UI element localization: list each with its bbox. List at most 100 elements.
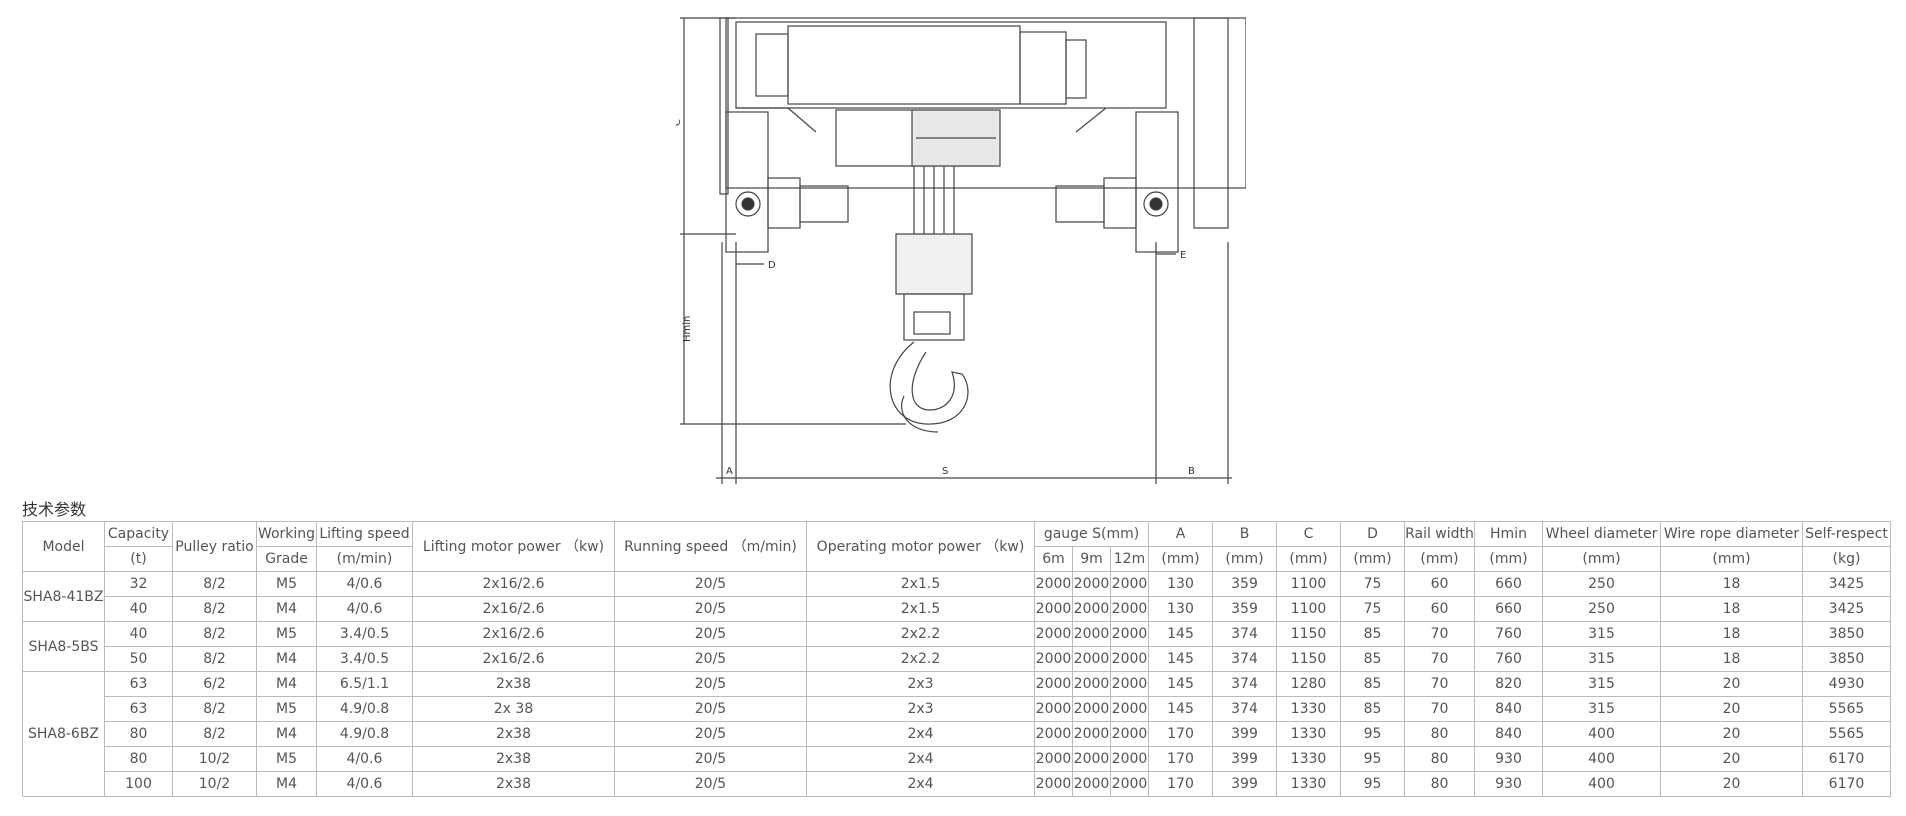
spec-table: Model Capacity Pulley ratio Working Lift… bbox=[22, 521, 1891, 797]
dim-label-c: C bbox=[676, 119, 683, 126]
header-working-grade-2: Grade bbox=[256, 546, 317, 572]
table-cell: 3.4/0.5 bbox=[316, 646, 413, 672]
table-cell: 2000 bbox=[1110, 646, 1149, 672]
header-working-grade: Working bbox=[256, 521, 317, 547]
table-cell: 75 bbox=[1340, 596, 1405, 622]
dim-label-b: B bbox=[1188, 466, 1195, 477]
table-cell: 4.9/0.8 bbox=[316, 721, 413, 747]
table-cell: 2x38 bbox=[412, 671, 615, 697]
table-cell: 6/2 bbox=[172, 671, 257, 697]
header-b: B bbox=[1212, 521, 1277, 547]
table-cell: 2x16/2.6 bbox=[412, 621, 615, 647]
header-self-respect-unit: (kg) bbox=[1802, 546, 1891, 572]
table-cell: 85 bbox=[1340, 696, 1405, 722]
table-cell: 2000 bbox=[1072, 646, 1111, 672]
table-cell: 760 bbox=[1474, 646, 1543, 672]
header-hmin-unit: (mm) bbox=[1474, 546, 1543, 572]
table-cell: 20/5 bbox=[614, 571, 807, 597]
table-cell: 400 bbox=[1542, 721, 1661, 747]
table-cell: 1100 bbox=[1276, 571, 1341, 597]
table-cell: 2x16/2.6 bbox=[412, 596, 615, 622]
table-cell: 3425 bbox=[1802, 571, 1891, 597]
table-cell: 315 bbox=[1542, 621, 1661, 647]
table-cell: 1330 bbox=[1276, 746, 1341, 772]
table-cell: 20/5 bbox=[614, 646, 807, 672]
header-c: C bbox=[1276, 521, 1341, 547]
table-cell: 2x1.5 bbox=[806, 596, 1035, 622]
table-cell: 8/2 bbox=[172, 721, 257, 747]
table-cell: 60 bbox=[1404, 596, 1475, 622]
table-cell: 145 bbox=[1148, 696, 1213, 722]
table-cell: 2x 38 bbox=[412, 696, 615, 722]
table-cell: 2000 bbox=[1072, 746, 1111, 772]
table-cell: 399 bbox=[1212, 721, 1277, 747]
dim-label-d: D bbox=[768, 260, 776, 271]
table-cell: 20/5 bbox=[614, 621, 807, 647]
dim-label-e: E bbox=[1180, 250, 1186, 261]
header-self-respect: Self-respect bbox=[1802, 521, 1891, 547]
model-cell: SHA8-5BS bbox=[22, 621, 105, 672]
table-cell: 145 bbox=[1148, 621, 1213, 647]
table-cell: 20 bbox=[1660, 746, 1803, 772]
dim-label-hmin: Hmin bbox=[682, 316, 693, 342]
table-cell: 315 bbox=[1542, 696, 1661, 722]
table-cell: 1280 bbox=[1276, 671, 1341, 697]
table-cell: 20/5 bbox=[614, 696, 807, 722]
table-cell: 2x3 bbox=[806, 671, 1035, 697]
table-cell: 80 bbox=[1404, 721, 1475, 747]
header-gauge: gauge S(mm) bbox=[1034, 521, 1149, 547]
table-cell: M5 bbox=[256, 621, 317, 647]
table-cell: 250 bbox=[1542, 596, 1661, 622]
table-cell: 2000 bbox=[1072, 771, 1111, 797]
table-cell: 6170 bbox=[1802, 746, 1891, 772]
table-cell: 5565 bbox=[1802, 721, 1891, 747]
table-cell: M4 bbox=[256, 671, 317, 697]
header-capacity-unit: (t) bbox=[104, 546, 173, 572]
table-cell: 10/2 bbox=[172, 771, 257, 797]
table-cell: M4 bbox=[256, 596, 317, 622]
table-cell: 20/5 bbox=[614, 771, 807, 797]
table-cell: 20/5 bbox=[614, 746, 807, 772]
table-cell: 2x1.5 bbox=[806, 571, 1035, 597]
table-cell: 399 bbox=[1212, 771, 1277, 797]
table-cell: 8/2 bbox=[172, 696, 257, 722]
table-cell: 3.4/0.5 bbox=[316, 621, 413, 647]
table-cell: 660 bbox=[1474, 571, 1543, 597]
table-cell: 400 bbox=[1542, 771, 1661, 797]
table-cell: 930 bbox=[1474, 771, 1543, 797]
table-cell: 2x2.2 bbox=[806, 621, 1035, 647]
table-cell: 2000 bbox=[1110, 771, 1149, 797]
table-cell: 399 bbox=[1212, 746, 1277, 772]
table-cell: 2000 bbox=[1034, 571, 1073, 597]
header-b-unit: (mm) bbox=[1212, 546, 1277, 572]
table-cell: 2x3 bbox=[806, 696, 1035, 722]
table-cell: 170 bbox=[1148, 771, 1213, 797]
table-cell: 85 bbox=[1340, 671, 1405, 697]
header-wire-rope-diameter: Wire rope diameter bbox=[1660, 521, 1803, 547]
table-cell: 170 bbox=[1148, 746, 1213, 772]
table-cell: 2000 bbox=[1034, 696, 1073, 722]
table-cell: 1330 bbox=[1276, 771, 1341, 797]
table-cell: 359 bbox=[1212, 596, 1277, 622]
header-rail-width-unit: (mm) bbox=[1404, 546, 1475, 572]
table-cell: 130 bbox=[1148, 571, 1213, 597]
table-cell: 40 bbox=[104, 596, 173, 622]
table-cell: 374 bbox=[1212, 646, 1277, 672]
table-cell: 2000 bbox=[1034, 646, 1073, 672]
model-cell: SHA8-41BZ bbox=[22, 571, 105, 622]
table-cell: 10/2 bbox=[172, 746, 257, 772]
header-lifting-motor-power: Lifting motor power （kw) bbox=[412, 521, 615, 572]
header-operating-motor-power: Operating motor power （kw) bbox=[806, 521, 1035, 572]
table-cell: 60 bbox=[1404, 571, 1475, 597]
table-cell: M5 bbox=[256, 571, 317, 597]
header-a: A bbox=[1148, 521, 1213, 547]
table-cell: 2x38 bbox=[412, 746, 615, 772]
table-cell: 8/2 bbox=[172, 621, 257, 647]
table-cell: 2000 bbox=[1072, 721, 1111, 747]
table-cell: 820 bbox=[1474, 671, 1543, 697]
